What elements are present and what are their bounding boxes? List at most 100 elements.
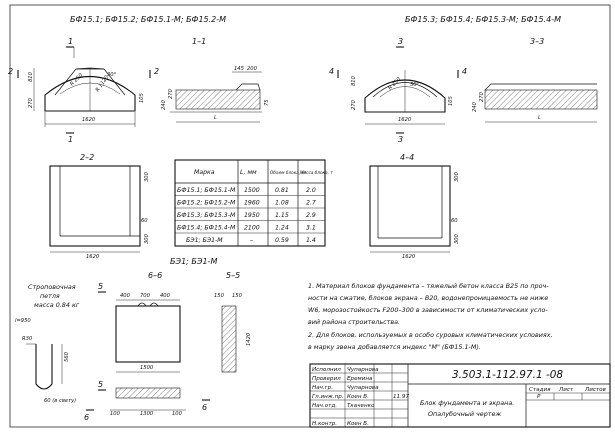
dim-240-b: 240: [472, 101, 478, 112]
dim-1620-c: 1620: [398, 117, 412, 123]
cut-mark-5-bottom: 5: [98, 380, 103, 389]
table-row-5-length: –: [250, 237, 253, 244]
stamp-title-1: Блок фундамента и экрана.: [420, 399, 514, 407]
angle-label-2: 30°: [410, 82, 420, 88]
table-row-2-mass: 2.7: [306, 200, 316, 207]
dim-270-d: 270: [479, 91, 485, 102]
dim-1300: 1300: [140, 411, 154, 417]
angle-label: 30°: [107, 72, 117, 78]
note-line-3: W6, морозостойкость F200–300 в зависимос…: [308, 306, 548, 314]
table-row-1-mark: БФ15.1; БФ15.1-М: [177, 187, 236, 194]
stamp-role-4: Гл.инж.пр.: [312, 394, 344, 400]
dim-300-c: 300: [454, 171, 460, 182]
table-header-volume: Объем блока, м³: [270, 170, 307, 175]
dim-200-a: 200: [247, 66, 258, 72]
stamp-name-4: Коен Б.: [347, 394, 369, 400]
cut-mark-6-left: 6: [84, 413, 89, 422]
stamp-role-5: Нач.отд.: [312, 403, 337, 409]
section-5-5: 5–5 150 150 1420: [214, 271, 252, 373]
dim-75-a: 75: [264, 99, 270, 106]
stamp-stage-value: Р: [537, 394, 541, 400]
table-row-5-mark: БЭ1; БЭ1-М: [186, 237, 223, 244]
stamp-name-6: Коен Б.: [347, 421, 369, 427]
stamp-date: 11.97: [393, 394, 409, 400]
dim-105-a: 105: [139, 92, 145, 103]
dim-400-b: 400: [160, 293, 171, 299]
table-row-2-volume: 1.08: [275, 200, 289, 207]
stamp-role-3: Нач.гр.: [312, 385, 333, 391]
dim-400-a: 400: [120, 293, 131, 299]
cut-mark-4-left: 4: [329, 67, 334, 76]
dim-300-b: 300: [144, 233, 150, 244]
table-row-2-mark: БФ15.2; БФ15.2-М: [177, 200, 236, 207]
dim-1620-a: 1620: [82, 117, 96, 123]
section-3-3: 3–3 L 240 270: [472, 37, 598, 123]
dim-270-a: 270: [28, 97, 34, 108]
table-row-4-length: 2100: [244, 225, 260, 232]
dim-150-b: 150: [232, 293, 243, 299]
table-row-4-mark: БФ15.4; БФ15.4-М: [177, 225, 236, 232]
dim-100-b: 100: [172, 411, 183, 417]
section-title-1-1: 1–1: [192, 37, 206, 46]
header-left: БФ15.1; БФ15.2; БФ15.1-М; БФ15.2-М: [70, 15, 226, 24]
cut-mark-1-bottom: 1: [68, 135, 73, 144]
section-1-1: 1–1 L 145 200 240 270 75: [161, 37, 270, 123]
stamp-role-2: Проверил: [312, 376, 341, 382]
note-line-2: ности на сжатие, блоков экрана – В20, во…: [308, 294, 548, 302]
cut-mark-2-left: 2: [8, 67, 13, 76]
section-title-4-4: 4–4: [400, 153, 414, 162]
table-row-3-volume: 1.15: [275, 212, 289, 219]
dim-60-a: 60: [141, 218, 148, 224]
section-title-3-3: 3–3: [530, 37, 544, 46]
dim-300-d: 300: [454, 233, 460, 244]
note-line-5: 2. Для блоков, используемых в особо суро…: [308, 331, 553, 339]
cut-mark-1-top: 1: [68, 37, 73, 46]
section-title-5-5: 5–5: [226, 271, 240, 280]
stamp-sheets-label: Листов: [584, 387, 606, 393]
dim-150-a: 150: [214, 293, 225, 299]
note-line-4: вий района строительства.: [308, 318, 400, 326]
stamp-stage-label: Стадия: [529, 387, 551, 393]
table-header-mass: Масса блока, т: [300, 170, 333, 175]
loop-length: l=950: [15, 318, 31, 324]
radius-label-3: R 250: [387, 76, 402, 91]
table-header-mark: Марка: [194, 169, 215, 176]
dim-1620-b: 1620: [86, 254, 100, 260]
dim-1500: 1500: [140, 365, 154, 371]
stamp-name-3: Чупарнова: [347, 385, 379, 391]
table-header-length: L, мм: [240, 169, 257, 176]
table-row-4-volume: 1.24: [275, 225, 289, 232]
table-row-3-mark: БФ15.3; БФ15.3-М: [177, 212, 236, 219]
loop-caption-3: масса 0.84 кг: [34, 301, 80, 309]
table-row-5-volume: 0.59: [275, 237, 289, 244]
cut-mark-6-right: 6: [202, 403, 207, 412]
cut-mark-3-bottom: 3: [398, 135, 403, 144]
loop-caption-1: Строповочная: [28, 283, 76, 291]
section-6-6: 6–6 400 700 400 1500 5 5: [98, 271, 181, 391]
stamp-code: 3.503.1-112.97.1 -08: [452, 369, 563, 381]
fan-block-right: 3 R 250 30° 1620 810 270 105 4 4 3: [329, 37, 467, 144]
loop-dim-560: 560: [64, 351, 70, 362]
dim-145: 145: [234, 66, 245, 72]
loop-radius: R30: [22, 336, 33, 342]
section-2-2: 2–2 1620 300 60 300: [49, 153, 150, 260]
dim-60-b: 60: [451, 218, 458, 224]
dim-270-c: 270: [351, 99, 357, 110]
dim-810-b: 810: [351, 75, 357, 86]
stamp-role-1: Исполнил: [312, 367, 341, 373]
dim-270-b: 270: [168, 88, 174, 99]
table-row-4-mass: 3.1: [306, 225, 316, 232]
dim-810-a: 810: [28, 71, 34, 82]
stamp-name-2: Еремина: [347, 376, 373, 382]
table-row-3-mass: 2.9: [306, 212, 316, 219]
dim-100-a: 100: [110, 411, 121, 417]
section-title-6-6: 6–6: [148, 271, 162, 280]
title-block: Исполнил Чупарнова Проверил Еремина Нач.…: [309, 363, 611, 428]
dim-L-a: L: [214, 115, 217, 121]
note-line-6: в марку звена добавляется индекс "М" (БФ…: [308, 343, 481, 351]
section-4-4: 4–4 1620 300 60 300: [369, 153, 460, 260]
stamp-name-1: Чупарнова: [347, 367, 379, 373]
loop-clear: 60 (в свету): [44, 398, 76, 404]
notes: 1. Материал блоков фундамента – тяжелый …: [308, 282, 553, 351]
